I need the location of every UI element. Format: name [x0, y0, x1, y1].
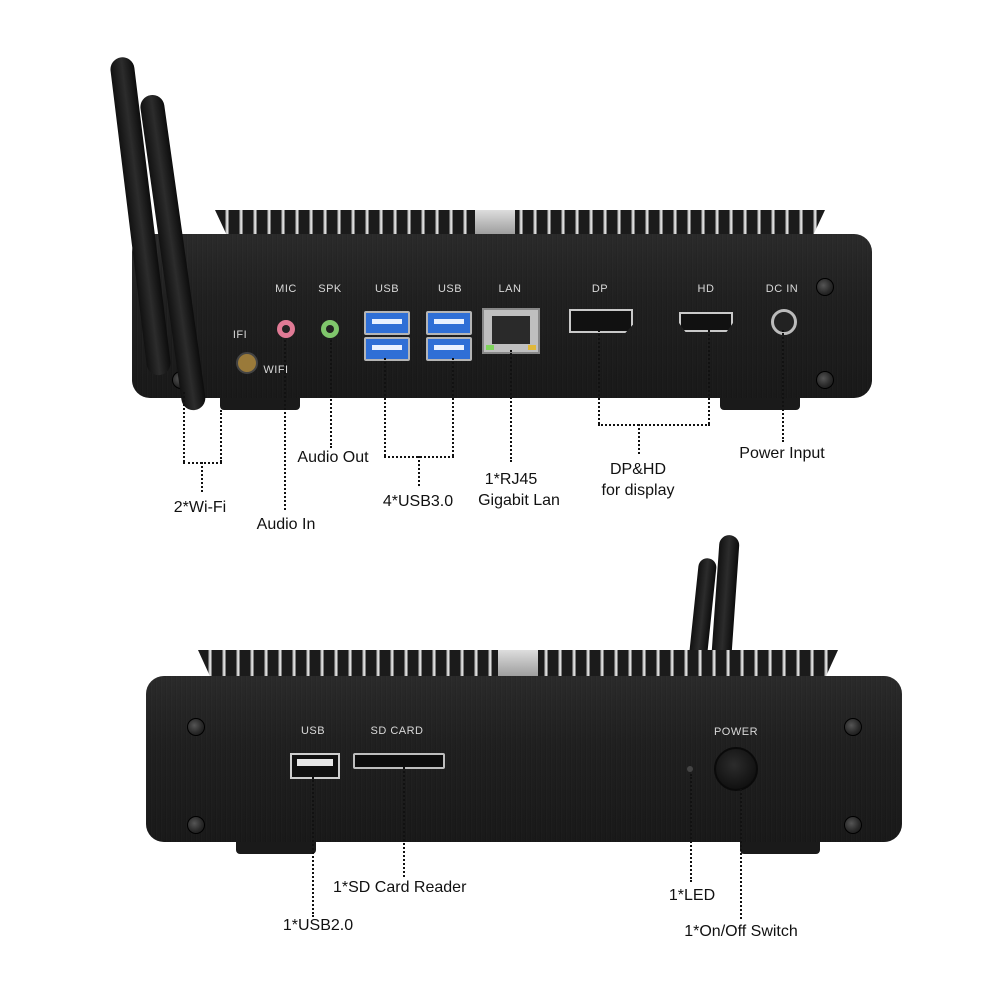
- callout-switch: 1*On/Off Switch: [684, 923, 798, 940]
- leader-power-input: [782, 330, 784, 442]
- mic-jack: [277, 320, 295, 338]
- label-mic: MIC: [275, 283, 297, 295]
- heatsink-center-strip: [498, 650, 538, 678]
- screw: [816, 278, 834, 296]
- label-wifi-a: IFI: [232, 329, 248, 341]
- label-wifi-b: WIFI: [263, 364, 289, 376]
- label-usb-2: USB: [437, 283, 463, 295]
- usb3-port: [426, 311, 472, 335]
- wifi-connector: [236, 352, 258, 374]
- leader-wifi-left: [183, 392, 185, 462]
- screw: [844, 816, 862, 834]
- callout-usb3: 4*USB3.0: [382, 493, 454, 510]
- label-sd-card: SD CARD: [370, 725, 424, 737]
- leader-audio-in: [284, 340, 286, 510]
- leader-dp: [598, 330, 600, 424]
- callout-usb2: 1*USB2.0: [282, 917, 354, 934]
- leader-usb-right: [452, 358, 454, 456]
- label-spk: SPK: [318, 283, 342, 295]
- leader-switch: [740, 789, 742, 919]
- leader-usb-left: [384, 358, 386, 456]
- callout-audio-in: Audio In: [256, 516, 316, 533]
- callout-audio-out: Audio Out: [297, 449, 369, 466]
- callout-rj45: 1*RJ45: [484, 471, 538, 488]
- usb3-port: [426, 337, 472, 361]
- front-foot-right: [740, 842, 820, 854]
- rj45-port: [482, 308, 540, 354]
- leader-display-join: [598, 424, 710, 426]
- rear-foot-left: [220, 398, 300, 410]
- heatsink-center-strip: [475, 210, 515, 236]
- label-dp: DP: [591, 283, 609, 295]
- leader-usb2: [312, 777, 314, 917]
- front-foot-left: [236, 842, 316, 854]
- rear-foot-right: [720, 398, 800, 410]
- callout-led: 1*LED: [668, 887, 716, 904]
- led-indicator: [687, 766, 693, 772]
- leader-lan: [510, 350, 512, 462]
- rear-device: IFI WIFI MIC SPK USB USB LAN DP HD DC IN…: [109, 55, 872, 533]
- leader-audio-out: [330, 340, 332, 448]
- speaker-jack: [321, 320, 339, 338]
- power-button: [714, 747, 758, 791]
- sd-card-slot: [353, 753, 445, 769]
- label-power: POWER: [713, 726, 759, 738]
- label-hd: HD: [697, 283, 715, 295]
- screw: [816, 371, 834, 389]
- usb3-port: [364, 311, 410, 335]
- callout-wifi: 2*Wi-Fi: [173, 499, 227, 516]
- callout-sd-reader: 1*SD Card Reader: [333, 879, 467, 896]
- label-usb-1: USB: [374, 283, 400, 295]
- screw: [187, 816, 205, 834]
- usb2-port: [290, 753, 340, 779]
- dc-in-port: [771, 309, 797, 335]
- front-case: [146, 676, 902, 842]
- leader-led: [690, 774, 692, 882]
- usb3-port: [364, 337, 410, 361]
- callout-for-display: for display: [601, 482, 675, 499]
- heatsink-fins: [215, 210, 825, 236]
- leader-sd: [403, 767, 405, 877]
- leader-usb-down: [418, 456, 420, 486]
- displayport: [569, 309, 633, 333]
- leader-display-down: [638, 424, 640, 454]
- hdmi-port: [679, 312, 733, 332]
- label-lan: LAN: [498, 283, 522, 295]
- callout-power-input: Power Input: [739, 445, 825, 462]
- leader-wifi-down: [201, 462, 203, 492]
- front-device: USB SD CARD POWER 1*SD Card Reader 1*USB…: [0, 520, 1000, 1000]
- callout-gigabit-lan: Gigabit Lan: [478, 492, 560, 509]
- callout-dp-hd: DP&HD: [609, 461, 667, 478]
- screw: [844, 718, 862, 736]
- label-dc-in: DC IN: [765, 283, 799, 295]
- leader-hd: [708, 330, 710, 424]
- screw: [187, 718, 205, 736]
- label-usb-front: USB: [300, 725, 326, 737]
- leader-wifi-right: [220, 410, 222, 462]
